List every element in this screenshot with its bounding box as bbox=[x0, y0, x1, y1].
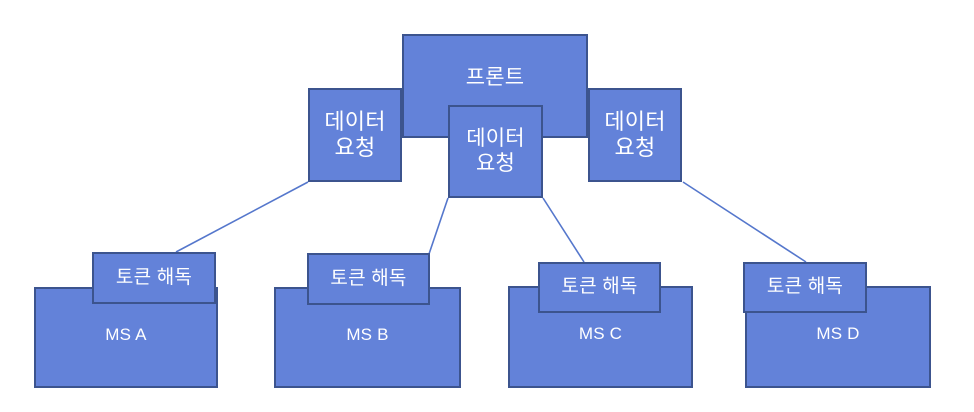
token-chip-ms-c[interactable]: 토큰 해독 bbox=[538, 262, 661, 313]
connector-request-right-to-ms-d bbox=[682, 181, 807, 263]
token-chip-ms-d[interactable]: 토큰 해독 bbox=[743, 262, 867, 313]
connector-request-center-to-ms-b bbox=[428, 197, 449, 255]
request-box-right[interactable]: 데이터 요청 bbox=[588, 88, 682, 182]
token-chip-ms-a[interactable]: 토큰 해독 bbox=[92, 252, 216, 304]
token-chip-ms-b[interactable]: 토큰 해독 bbox=[307, 253, 430, 305]
connector-request-center-to-ms-c bbox=[542, 197, 585, 263]
connector-request-left-to-ms-a bbox=[175, 181, 309, 253]
request-box-left[interactable]: 데이터 요청 bbox=[308, 88, 402, 182]
request-box-center[interactable]: 데이터 요청 bbox=[448, 105, 543, 198]
